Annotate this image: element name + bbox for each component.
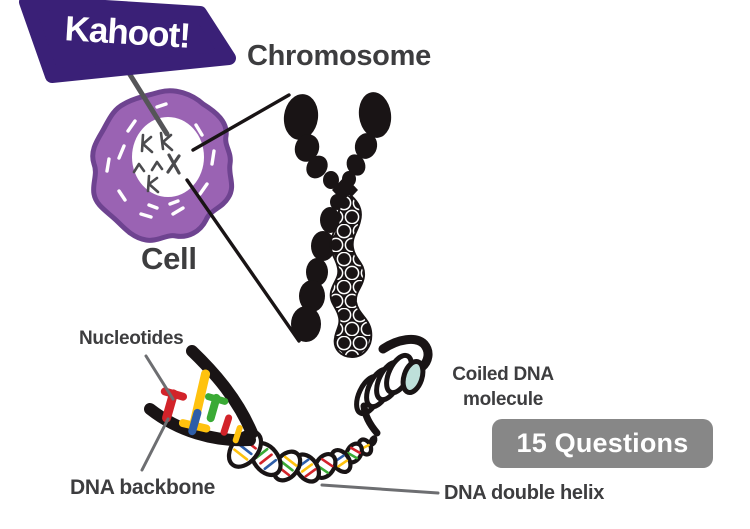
coiled-dna-illustration xyxy=(354,334,433,437)
question-count-label: 15 Questions xyxy=(516,428,689,458)
cell-illustration xyxy=(90,88,235,243)
label-dna-double-helix: DNA double helix xyxy=(444,482,605,504)
chromosome-arm-coiled xyxy=(329,192,373,359)
cytoplasm-dashes xyxy=(105,102,216,219)
chromosome-arm-bottom-left xyxy=(291,194,344,342)
label-chromosome: Chromosome xyxy=(247,40,431,72)
label-dna-backbone: DNA backbone xyxy=(70,476,215,499)
label-cell: Cell xyxy=(141,241,197,276)
leader-line-nucleotides xyxy=(144,354,175,401)
kahoot-logo-text: Kahoot! xyxy=(63,9,192,56)
leader-line-dna-double-helix xyxy=(320,483,440,495)
dna-backbone-top-strand xyxy=(186,345,258,439)
nucleotide-yellow-small xyxy=(232,424,243,444)
coil-exit-strand xyxy=(360,402,381,437)
nucleotide-green xyxy=(204,393,229,423)
kahoot-logo-banner xyxy=(19,0,236,83)
magnifier-line-bottom xyxy=(185,178,301,343)
coil-highlight-ring xyxy=(400,359,426,395)
chromosome-illustration xyxy=(283,92,392,359)
chromosome-arm-top-left xyxy=(283,94,339,189)
chromosome-arm-top-right xyxy=(342,92,392,187)
nucleotide-red-small xyxy=(220,414,233,436)
coil-entry-strand xyxy=(378,334,433,372)
nucleus-chromatin-glyphs xyxy=(132,131,181,194)
magnifier-line-top xyxy=(191,93,291,152)
question-count-badge: 15 Questions xyxy=(492,419,713,468)
coil-rings xyxy=(354,352,426,417)
label-nucleotides: Nucleotides xyxy=(79,328,184,349)
leader-line-dna-backbone xyxy=(140,417,170,472)
leader-lines xyxy=(140,354,440,495)
cell-nucleus xyxy=(132,117,204,197)
label-coiled-dna-molecule: Coiled DNA molecule xyxy=(452,364,554,410)
nucleotide-blue xyxy=(188,408,202,436)
